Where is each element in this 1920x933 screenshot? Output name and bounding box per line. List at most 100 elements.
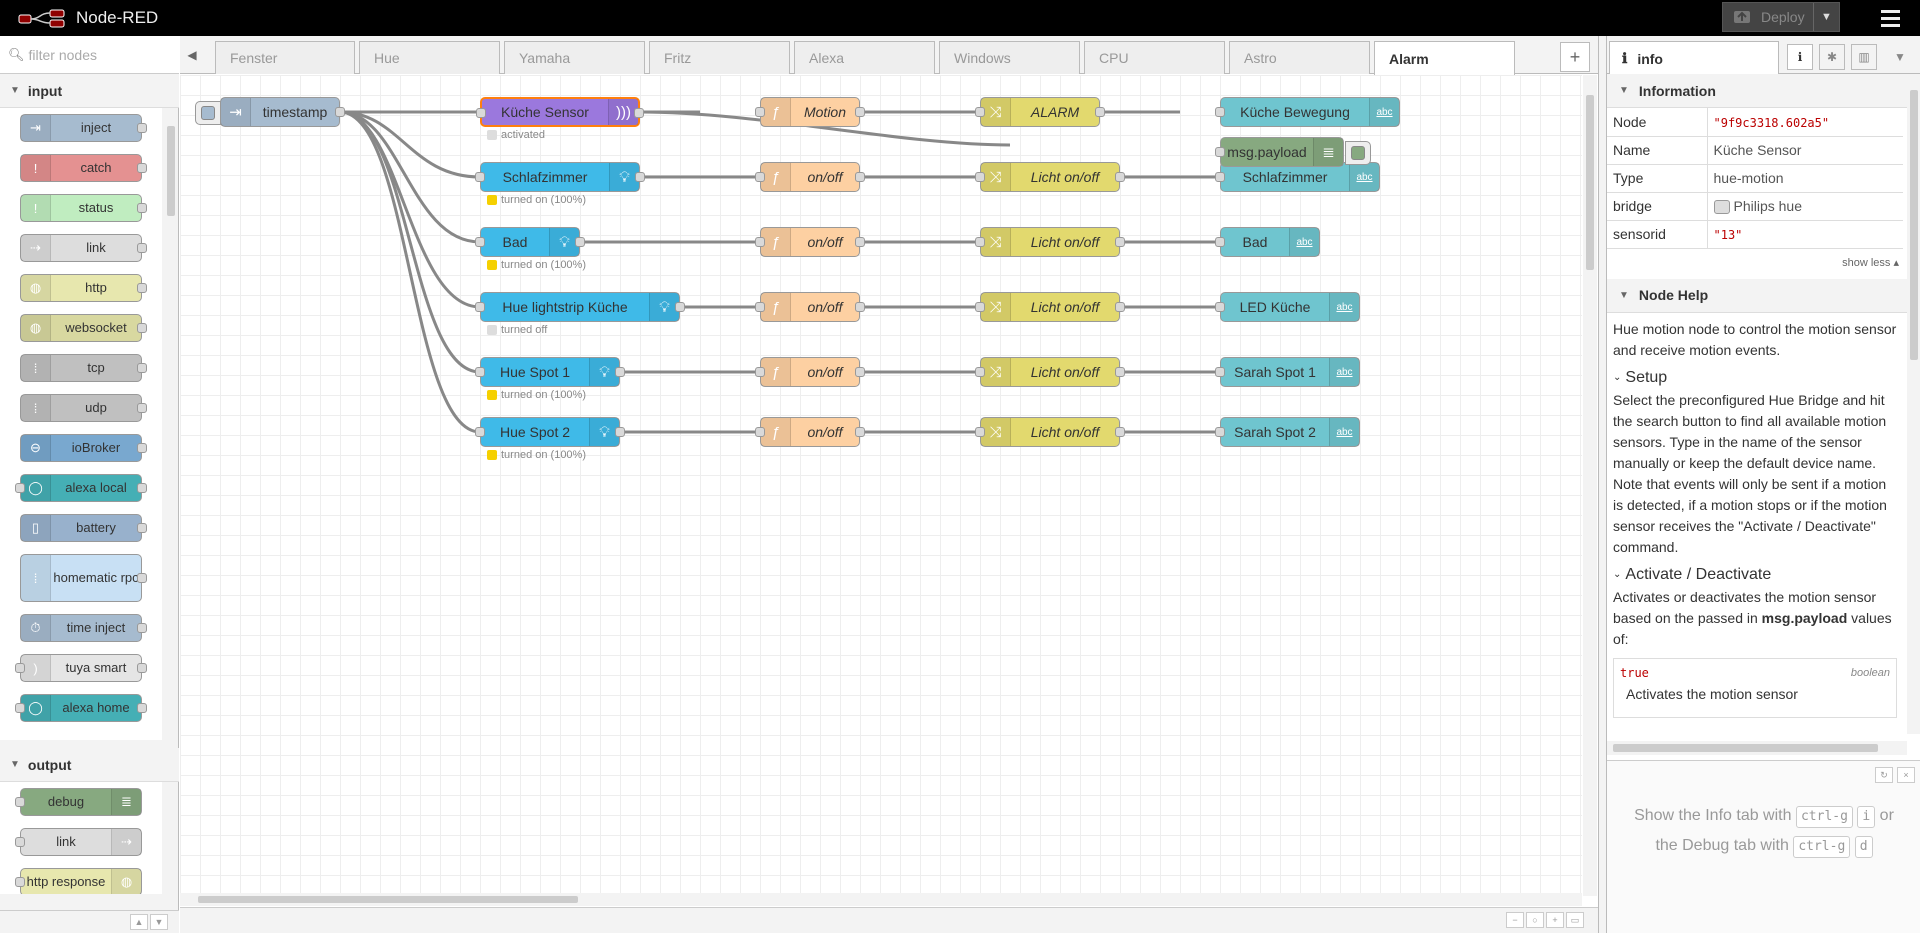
flow-node-debug[interactable]: msg.payload ≣ — [1215, 137, 1371, 167]
tab-hue[interactable]: Hue — [359, 41, 500, 74]
flow-workspace[interactable]: ⇥ timestamp Küche Sensor ))) activated S… — [180, 75, 1582, 896]
sidebar-horizontal-scrollbar[interactable] — [1607, 741, 1907, 755]
inject-trigger-button[interactable] — [195, 101, 221, 125]
palette-node-debug[interactable]: debug≣ — [15, 788, 142, 816]
info-tab-icon[interactable]: ℹ — [1787, 44, 1813, 70]
debug-toggle-button[interactable] — [1345, 141, 1371, 165]
tab-alexa[interactable]: Alexa — [794, 41, 935, 74]
flow-node-light-bad[interactable]: Bad💡︎ — [475, 227, 585, 257]
text-abc-icon: abc — [1329, 358, 1359, 386]
palette-node-alexa-home[interactable]: ◯alexa home — [15, 694, 147, 722]
workspace-vertical-scrollbar[interactable] — [1583, 75, 1597, 896]
chevron-down-icon: ▼ — [10, 85, 20, 96]
expand-all-icon[interactable]: ▼ — [150, 914, 168, 930]
tab-astro[interactable]: Astro — [1229, 41, 1370, 74]
palette-node-link-in[interactable]: ⇢link — [20, 234, 147, 262]
palette-node-websocket[interactable]: ◍websocket — [20, 314, 147, 342]
palette-node-battery[interactable]: ▯battery — [20, 514, 147, 542]
zoom-reset-icon[interactable]: ○ — [1526, 912, 1544, 928]
sidebar-vertical-scrollbar[interactable] — [1907, 74, 1920, 734]
dashboard-chart-icon[interactable]: ▥ — [1851, 44, 1877, 70]
flow-node-kuche-sensor[interactable]: Küche Sensor ))) — [476, 97, 644, 127]
search-icon: 🔍︎ — [8, 46, 25, 62]
close-icon[interactable]: × — [1897, 767, 1915, 783]
palette-node-udp[interactable]: ⁞udp — [20, 394, 147, 422]
flow-node-light-spot1[interactable]: Hue Spot 1💡︎ — [475, 357, 625, 387]
sidebar-tab-info[interactable]: ℹ info — [1609, 41, 1779, 75]
zoom-in-icon[interactable]: + — [1546, 912, 1564, 928]
sidebar-menu-caret-icon[interactable]: ▼ — [1894, 50, 1906, 64]
help-heading-activate[interactable]: ⌄Activate / Deactivate — [1613, 565, 1772, 583]
palette-category-output[interactable]: ▼ output — [0, 748, 179, 782]
main-menu-icon[interactable] — [1872, 4, 1908, 32]
function-icon: ƒ — [761, 418, 791, 446]
deploy-button[interactable]: Deploy ▼ — [1722, 2, 1840, 32]
sidebar-separator[interactable] — [1598, 36, 1606, 933]
output-port[interactable] — [634, 108, 644, 118]
palette-node-tcp[interactable]: ⁞tcp — [20, 354, 147, 382]
palette-node-iobroker[interactable]: ⊖ioBroker — [20, 434, 147, 462]
tab-fritz[interactable]: Fritz — [649, 41, 790, 74]
zoom-out-icon[interactable]: − — [1506, 912, 1524, 928]
refresh-tip-icon[interactable]: ↻ — [1875, 767, 1893, 783]
palette-node-tuya-smart[interactable]: )tuya smart — [15, 654, 147, 682]
palette-node-catch[interactable]: !catch — [20, 154, 147, 182]
flow-node-switch-licht[interactable]: ⤨Licht on/off — [975, 162, 1125, 192]
input-port[interactable] — [476, 108, 486, 118]
node-id-value[interactable]: "9f9c3318.602a5" — [1713, 115, 1830, 130]
palette-node-inject[interactable]: ⇥inject — [20, 114, 147, 142]
palette-node-time-inject[interactable]: ⏱time inject — [20, 614, 147, 642]
flow-node-light-lightstrip[interactable]: Hue lightstrip Küche💡︎ — [475, 292, 685, 322]
collapse-all-icon[interactable]: ▲ — [130, 914, 148, 930]
bridge-link[interactable]: Philips hue — [1733, 197, 1803, 214]
flow-node-light-schlafzimmer[interactable]: Schlafzimmer💡︎ — [475, 162, 645, 192]
flow-node-switch-alarm[interactable]: ⤨ALARM — [975, 97, 1105, 127]
deploy-menu-caret-icon[interactable]: ▼ — [1813, 3, 1839, 31]
navigator-icon[interactable]: ▭ — [1566, 912, 1584, 928]
section-node-help[interactable]: ▼ Node Help — [1607, 278, 1907, 313]
show-less-link[interactable]: show less ▴ — [1842, 256, 1899, 269]
palette-scrollbar[interactable] — [167, 126, 175, 216]
palette-search[interactable]: 🔍︎ filter nodes — [0, 36, 179, 74]
section-information[interactable]: ▼ Information — [1607, 74, 1907, 108]
flow-node-light-spot2[interactable]: Hue Spot 2💡︎ — [475, 417, 625, 447]
palette-search-input[interactable]: filter nodes — [28, 46, 97, 63]
flow-node-switch-licht[interactable]: ⤨Licht on/off — [975, 417, 1125, 447]
palette-node-status[interactable]: !status — [20, 194, 147, 222]
debug-bug-icon[interactable]: ✱ — [1819, 44, 1845, 70]
deploy-main[interactable]: Deploy — [1723, 8, 1813, 26]
tab-scroll-left-icon[interactable]: ◀ — [187, 48, 197, 62]
tab-yamaha[interactable]: Yamaha — [504, 41, 645, 74]
palette-node-http-response[interactable]: http response◍ — [15, 868, 142, 894]
palette-node-link-out[interactable]: link⇢ — [15, 828, 142, 856]
flow-node-switch-licht[interactable]: ⤨Licht on/off — [975, 357, 1125, 387]
tab-windows[interactable]: Windows — [939, 41, 1080, 74]
flow-node-inject[interactable]: ⇥ timestamp — [195, 97, 345, 127]
palette-node-http[interactable]: ◍http — [20, 274, 147, 302]
palette-node-homematic-rpc[interactable]: ⁞homematic rpc — [20, 554, 147, 602]
palette-category-input[interactable]: ▼ input — [0, 74, 179, 108]
tab-cpu[interactable]: CPU — [1084, 41, 1225, 74]
output-port[interactable] — [335, 107, 345, 117]
tab-fenster[interactable]: Fenster — [215, 41, 355, 74]
flow-node-switch-licht[interactable]: ⤨Licht on/off — [975, 227, 1125, 257]
add-tab-button[interactable]: + — [1560, 42, 1590, 72]
help-heading-setup[interactable]: ⌄Setup — [1613, 368, 1668, 386]
palette-node-alexa-local[interactable]: ◯alexa local — [15, 474, 147, 502]
bridge-icon: ⁞ — [21, 555, 51, 601]
alexa-icon: ◯ — [21, 475, 51, 501]
workspace-horizontal-scrollbar[interactable] — [180, 893, 1582, 906]
flow-node-switch-licht[interactable]: ⤨Licht on/off — [975, 292, 1125, 322]
tab-alarm[interactable]: Alarm — [1374, 41, 1515, 75]
